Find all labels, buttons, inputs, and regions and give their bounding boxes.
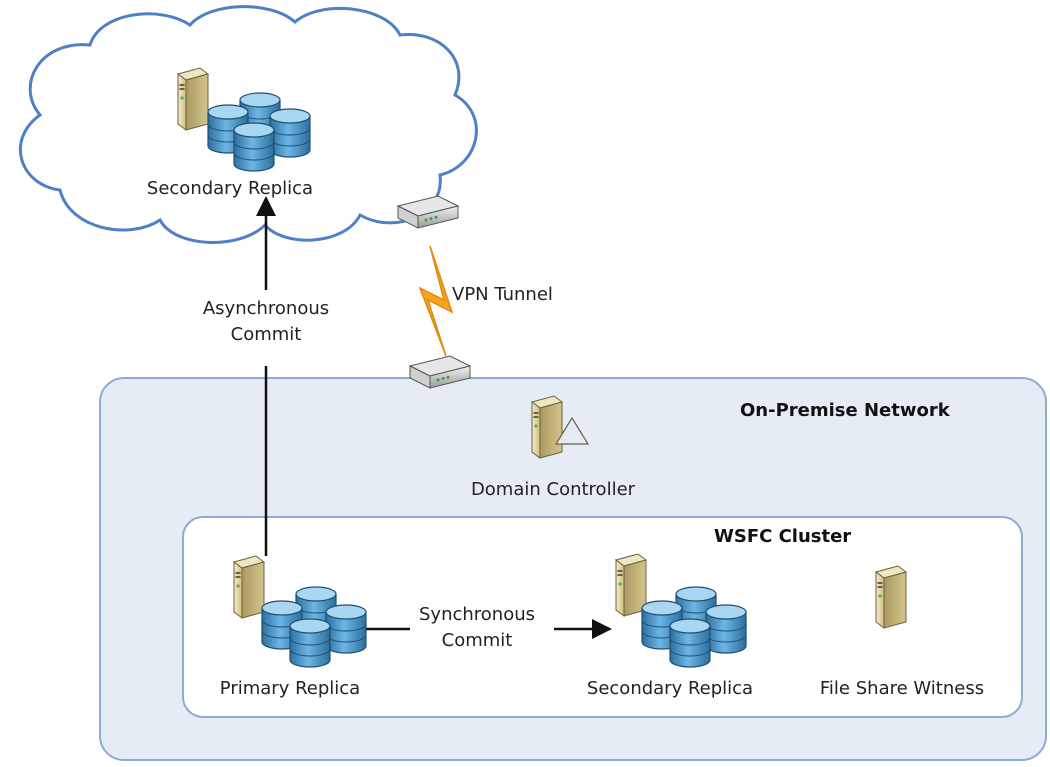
sync-commit-line1: Synchronous <box>418 604 535 625</box>
sync-commit-label: Synchronous Commit <box>377 602 577 654</box>
async-commit-line1: Asynchronous <box>202 298 330 319</box>
file-share-witness-label: File Share Witness <box>819 678 985 699</box>
primary-server-icon <box>233 555 265 619</box>
secondary-server-icon <box>615 553 647 617</box>
cloud-server-icon <box>177 67 209 131</box>
vpn-tunnel-label: VPN Tunnel <box>452 284 553 305</box>
async-commit-label: Asynchronous Commit <box>166 296 366 348</box>
async-commit-line2: Commit <box>230 324 302 346</box>
secondary-replica-label: Secondary Replica <box>586 678 754 699</box>
primary-replica-label: Primary Replica <box>219 678 361 699</box>
wsfc-cluster-title: WSFC Cluster <box>714 526 852 547</box>
wsfc-cluster-region <box>182 516 1023 718</box>
domain-controller-label: Domain Controller <box>470 479 636 500</box>
domain-controller-icon <box>531 395 590 459</box>
cloud-secondary-replica-label: Secondary Replica <box>146 178 314 199</box>
lightning-bolt-icon <box>418 245 454 357</box>
file-share-witness-icon <box>875 565 907 629</box>
on-premise-title: On-Premise Network <box>740 400 950 421</box>
sync-commit-line2: Commit <box>441 630 513 652</box>
